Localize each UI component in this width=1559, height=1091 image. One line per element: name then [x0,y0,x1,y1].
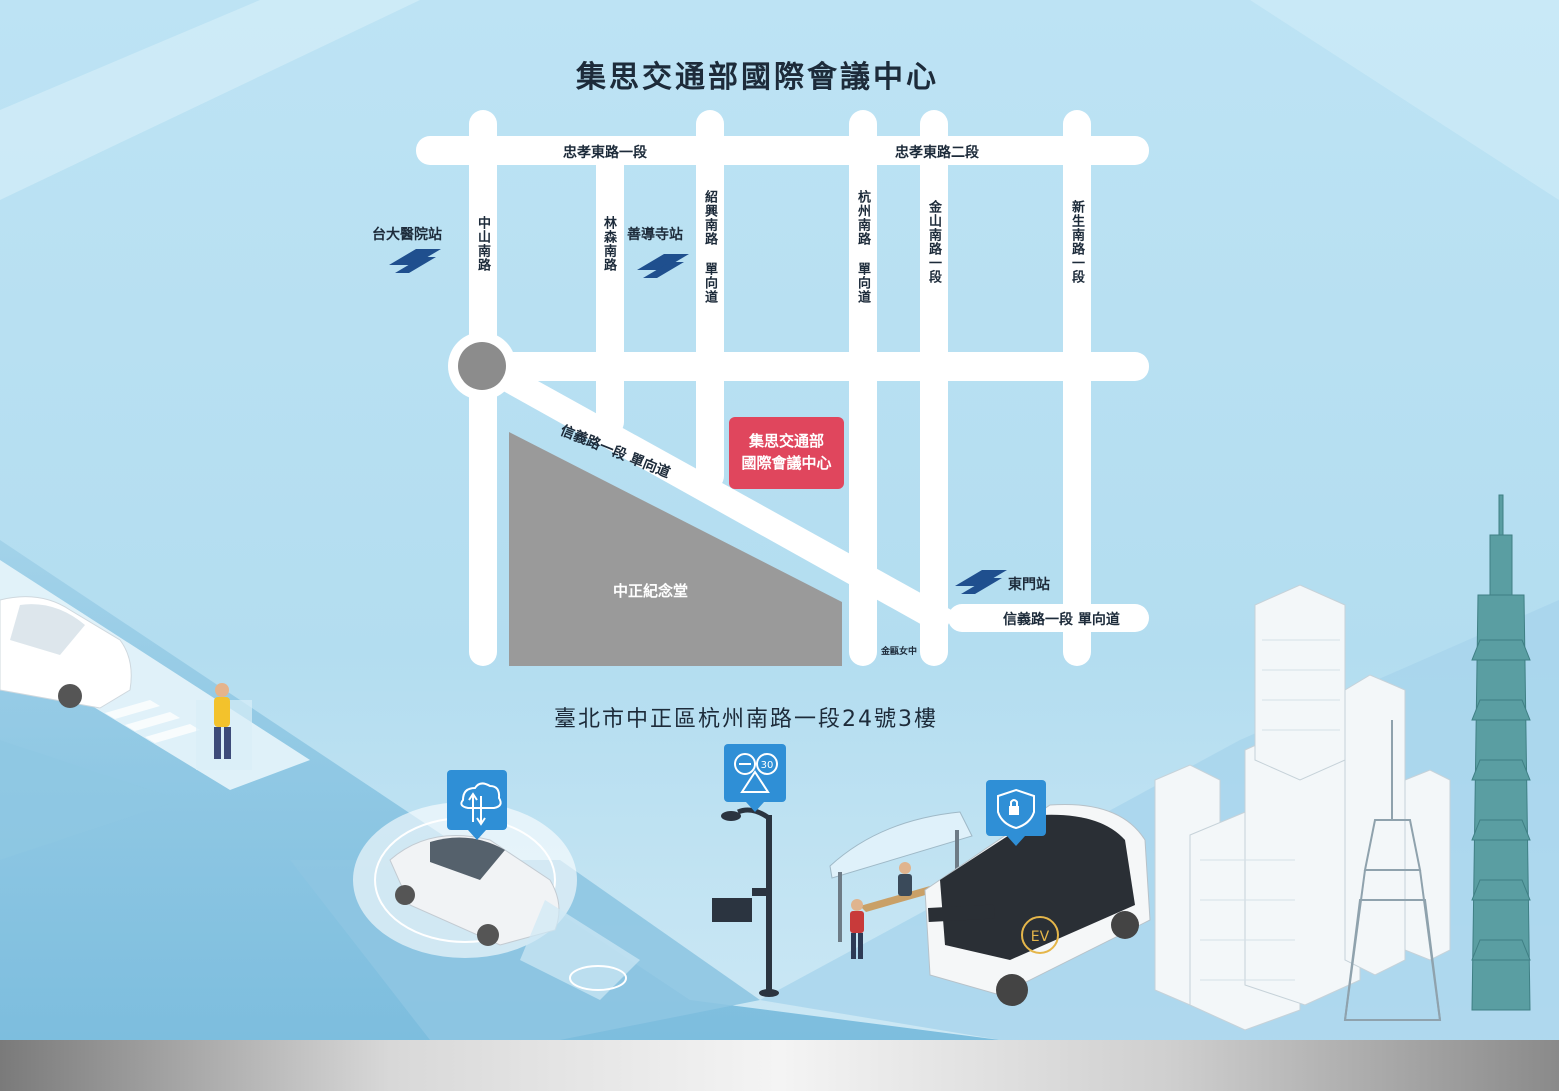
venue-marker-line1: 集思交通部 [748,432,824,450]
mrt-logo-icon [637,254,689,278]
road-label-jinshan: 金山南路一段 [926,200,941,284]
speed-limit-30-icon: 30 [724,744,786,812]
road-label-linsen: 林森南路 [601,216,616,272]
road-label-hangzhou: 杭州南路 單向道 [855,190,870,304]
road-network [416,110,1149,666]
station-label-dongmen: 東門站 [1008,577,1050,593]
autonomous-car [353,802,640,1000]
landmark-cks: 中正紀念堂 [613,582,689,600]
ev-bus-icon: EV [924,803,1151,1006]
road-label-zhongxiao-1: 忠孝東路一段 [563,145,647,161]
tower [1343,720,1442,1021]
footer-bar [0,1040,1559,1091]
svg-text:EV: EV [1031,929,1050,945]
car-left [0,596,132,709]
taipei-101-icon [1471,494,1531,1011]
bus-shelter [829,811,973,959]
landmark-school: 金甌女中 [881,647,918,657]
station-label-shandao: 善導寺站 [627,227,683,243]
city-buildings [1154,584,1451,1031]
venue-marker: 集思交通部 國際會議中心 [729,417,844,489]
road-label-xinyi-lower: 信義路一段 單向道 [1003,612,1120,628]
venue-marker-line2: 國際會議中心 [741,454,832,472]
page-title: 集思交通部國際會議中心 [576,60,939,95]
road-label-zhongshan: 中山南路 [475,216,490,272]
cloud-sync-icon [447,770,507,840]
venue-address: 臺北市中正區杭州南路一段24號3樓 [554,707,938,732]
shield-lock-icon [986,780,1046,846]
road-label-xinsheng: 新生南路一段 [1069,200,1084,284]
pedestrian [196,683,252,770]
station-label-ntuh: 台大醫院站 [372,227,442,243]
road-label-shaoxing: 紹興南路 單向道 [702,190,717,304]
svg-text:30: 30 [761,760,774,771]
mrt-logo-icon [389,249,441,273]
street-lamp [712,807,779,997]
roundabout [458,342,506,390]
mrt-logo-icon [955,570,1007,594]
road-label-zhongxiao-2: 忠孝東路二段 [895,145,979,161]
cks-block [509,432,842,666]
